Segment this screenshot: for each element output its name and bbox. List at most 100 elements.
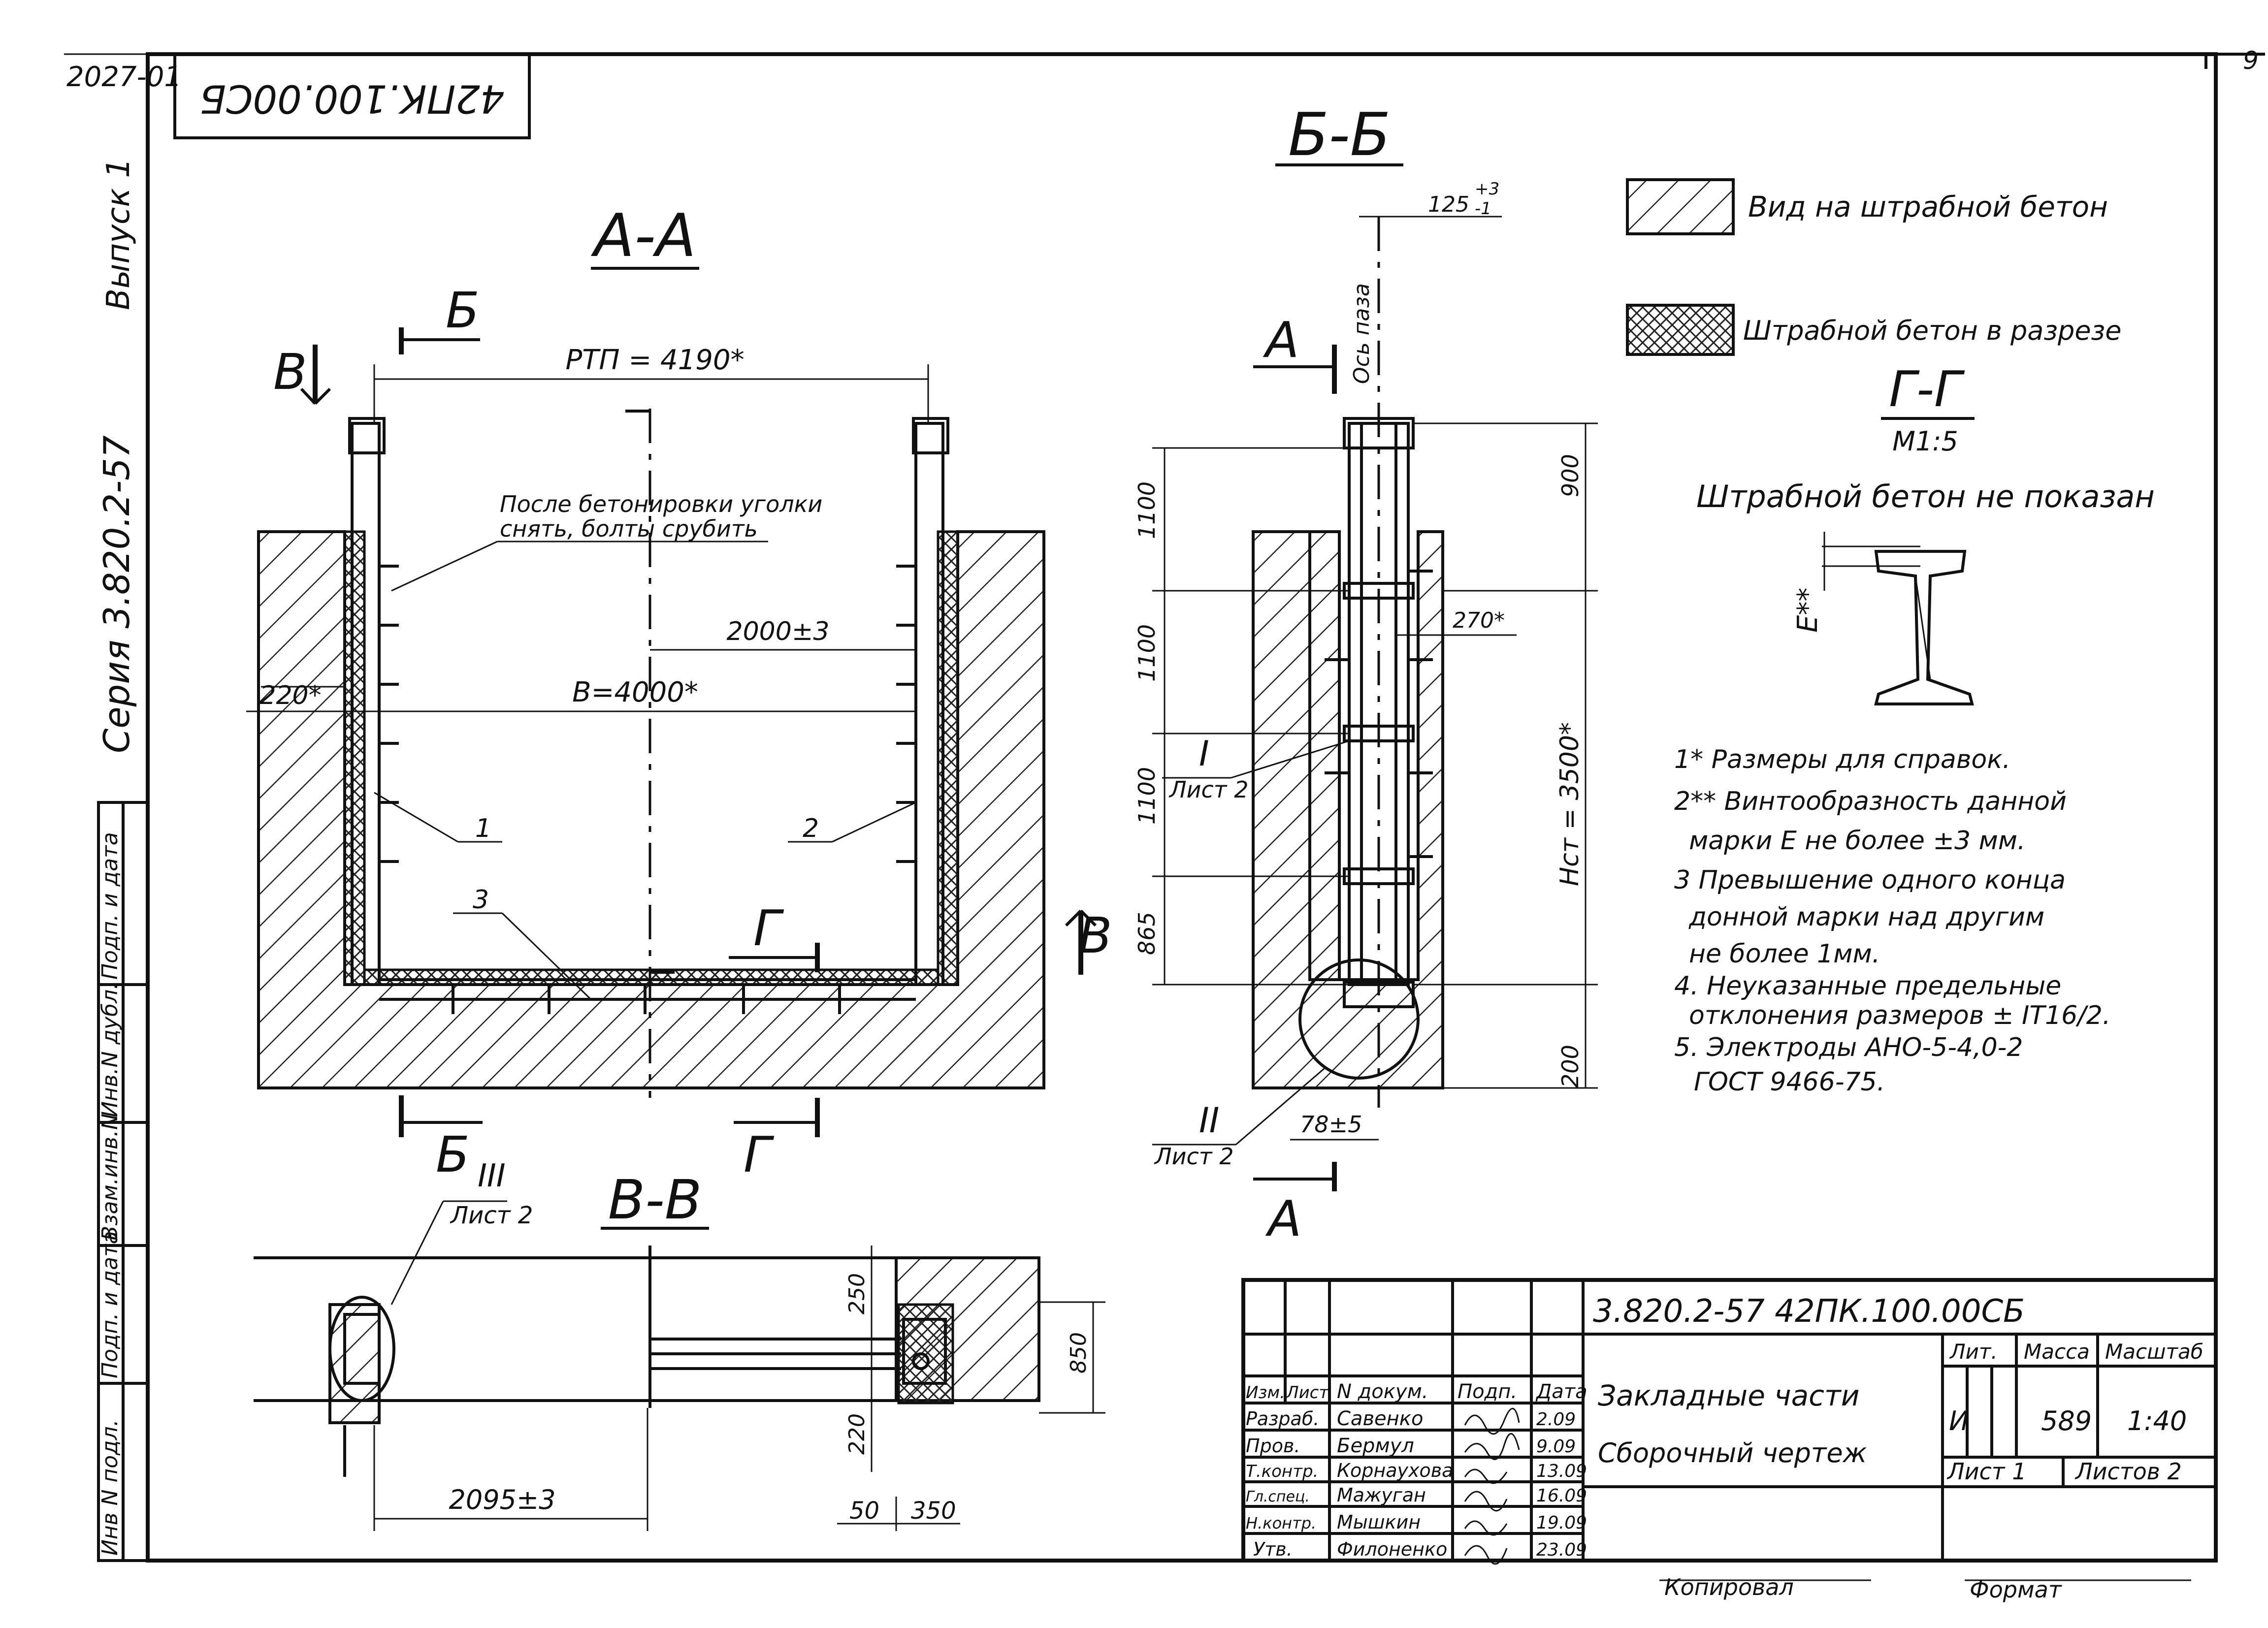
bb-dim-slot-up: +3 xyxy=(1475,179,1499,199)
svg-text:Филоненко: Филоненко xyxy=(1337,1538,1447,1560)
svg-text:Масса: Масса xyxy=(2024,1340,2090,1364)
svg-text:Лист 1: Лист 1 xyxy=(1946,1458,2026,1485)
svg-text:16.09: 16.09 xyxy=(1536,1486,1587,1506)
note-8: отклонения размеров ± IT16/2. xyxy=(1689,1001,2110,1030)
svg-text:Подп. и дата: Подп. и дата xyxy=(97,1231,123,1378)
vv-left-block xyxy=(328,1303,381,1424)
aa-cut-b-bottom: Б xyxy=(436,1126,470,1183)
svg-text:Т.контр.: Т.контр. xyxy=(1246,1462,1318,1481)
svg-text:Пров.: Пров. xyxy=(1246,1435,1300,1457)
note-9: 5. Электроды АНО-5-4,0-2 xyxy=(1674,1033,2023,1062)
side-stamp: Инв N подл. Подп. и дата Взам.инв.N Инв.… xyxy=(97,801,149,1562)
bb-dim-left-2: 1100 xyxy=(1134,624,1160,682)
note-2: 2** Винтообразность данной xyxy=(1674,787,2067,816)
bb-ref-1: I xyxy=(1199,734,1209,774)
svg-text:Инв.N дубл.: Инв.N дубл. xyxy=(97,983,123,1117)
view-aa-title: А-А xyxy=(590,202,696,270)
note-4: 3 Превышение одного конца xyxy=(1674,865,2066,895)
legend-visible-concrete: Вид на штрабной бетон xyxy=(1748,190,2108,223)
notes: 1* Размеры для справок. 2** Винтообразно… xyxy=(1674,745,2110,1097)
bb-dim-900: 900 xyxy=(1557,454,1584,497)
bb-dim-270: 270* xyxy=(1453,608,1505,633)
svg-text:1:40: 1:40 xyxy=(2127,1405,2187,1436)
legend: Вид на штрабной бетон Штрабной бетон в р… xyxy=(1626,178,2121,356)
svg-text:2.09: 2.09 xyxy=(1536,1409,1576,1430)
view-bb-title: Б-Б xyxy=(1288,101,1391,169)
top-code-box xyxy=(173,53,531,139)
svg-text:23.09: 23.09 xyxy=(1536,1540,1587,1560)
copied-by: Копировал xyxy=(1664,1574,1794,1600)
gg-mark-e: Е** xyxy=(1792,588,1824,633)
svg-text:Листов 2: Листов 2 xyxy=(2074,1458,2182,1485)
legend-section-concrete: Штрабной бетон в разрезе xyxy=(1743,315,2121,346)
tb-doc-code: 3.820.2-57 42ПК.100.00СБ xyxy=(1593,1293,2025,1330)
vv-ref-3-sheet: Лист 2 xyxy=(450,1202,533,1229)
legend-hatch-swatch xyxy=(1626,178,1735,235)
aa-note-top: После бетонировки уголки xyxy=(500,491,822,517)
svg-text:N докум.: N докум. xyxy=(1337,1380,1428,1403)
vv-dim-850: 850 xyxy=(1066,1332,1091,1373)
aa-dim-half: 2000±3 xyxy=(727,617,830,646)
note-3: марки Е не более ±3 мм. xyxy=(1689,826,2026,856)
svg-text:Мышкин: Мышкин xyxy=(1337,1511,1421,1533)
svg-text:Масштаб: Масштаб xyxy=(2105,1340,2203,1364)
note-5: донной марки над другим xyxy=(1688,902,2044,932)
bb-dim-78: 78±5 xyxy=(1300,1111,1362,1138)
svg-text:Взам.инв.N: Взам.инв.N xyxy=(97,1114,123,1241)
note-6: не более 1мм. xyxy=(1689,939,1880,969)
aa-cut-g-bottom: Г xyxy=(744,1126,775,1183)
aa-dim-rtp: РТП = 4190* xyxy=(565,344,744,376)
svg-text:Утв.: Утв. xyxy=(1253,1538,1293,1560)
bb-ref-2-sheet: Лист 2 xyxy=(1154,1143,1233,1170)
vv-dim-220: 220 xyxy=(844,1413,870,1455)
svg-text:9.09: 9.09 xyxy=(1536,1436,1576,1457)
bb-dim-left-4: 865 xyxy=(1134,912,1160,955)
aa-dim-220: 220* xyxy=(259,681,321,710)
gg-rail-profile xyxy=(1874,550,1974,705)
tb-name-1: Закладные части xyxy=(1598,1379,1860,1412)
aa-note-bottom: снять, болты срубить xyxy=(500,515,758,542)
svg-text:Мажуган: Мажуган xyxy=(1337,1484,1426,1506)
aa-pos-3: 3 xyxy=(473,885,489,915)
vv-dim-350: 350 xyxy=(911,1497,956,1525)
vv-dim-50: 50 xyxy=(849,1497,879,1525)
bb-dim-slot-dn: -1 xyxy=(1475,199,1491,219)
bb-ref-1-sheet: Лист 2 xyxy=(1168,776,1248,803)
view-gg-scale: М1:5 xyxy=(1892,426,1958,457)
issue-label: Выпуск 1 xyxy=(100,158,137,310)
aa-pos-2: 2 xyxy=(803,814,819,843)
bb-cut-a-bottom: А xyxy=(1265,1190,1301,1247)
svg-text:Изм.: Изм. xyxy=(1246,1383,1285,1403)
view-gg: Г-Г М1:5 Штрабной бетон не показан Е** xyxy=(1696,360,2155,705)
note-10: ГОСТ 9466-75. xyxy=(1694,1067,1885,1097)
vv-ref-3: III xyxy=(478,1158,506,1194)
aa-cut-v-left: В xyxy=(273,343,307,401)
svg-text:Лит.: Лит. xyxy=(1949,1340,1998,1364)
vv-dim-2095: 2095±3 xyxy=(449,1484,555,1515)
bb-axis-label: Ось паза xyxy=(1349,283,1374,384)
view-gg-title: Г-Г xyxy=(1889,360,1965,418)
svg-text:589: 589 xyxy=(2041,1405,2092,1436)
svg-text:Подп.: Подп. xyxy=(1458,1380,1517,1403)
bb-dim-left-3: 1100 xyxy=(1134,767,1160,825)
svg-text:Гл.спец.: Гл.спец. xyxy=(1246,1488,1310,1505)
aa-dim-b: В=4000* xyxy=(572,676,698,708)
svg-text:Н.контр.: Н.контр. xyxy=(1246,1514,1316,1532)
svg-text:И: И xyxy=(1949,1405,1969,1436)
svg-text:Дата: Дата xyxy=(1535,1380,1588,1403)
aa-cut-v-right: В xyxy=(1078,907,1112,964)
bb-cut-a-top: А xyxy=(1263,311,1299,369)
title-block: 3.820.2-57 42ПК.100.00СБ Изм. Лист N док… xyxy=(1241,1278,2218,1565)
svg-text:Подп. и дата: Подп. и дата xyxy=(97,832,123,980)
svg-text:Инв N подл.: Инв N подл. xyxy=(97,1419,123,1556)
corner-code: 2027-01 xyxy=(66,61,182,93)
bb-ref-2: II xyxy=(1199,1100,1219,1141)
view-aa: А-А РТП = 4190 xyxy=(246,202,1112,1183)
view-bb: Б-Б Ось паза 125 +3 -1 1100 1100 xyxy=(1134,101,1598,1247)
bb-dim-hst: Нст = 3500* xyxy=(1555,722,1585,886)
svg-text:Бермул: Бермул xyxy=(1337,1435,1414,1457)
svg-text:13.09: 13.09 xyxy=(1536,1461,1587,1481)
svg-text:Савенко: Савенко xyxy=(1337,1407,1423,1430)
bb-dim-slot: 125 xyxy=(1428,192,1469,217)
